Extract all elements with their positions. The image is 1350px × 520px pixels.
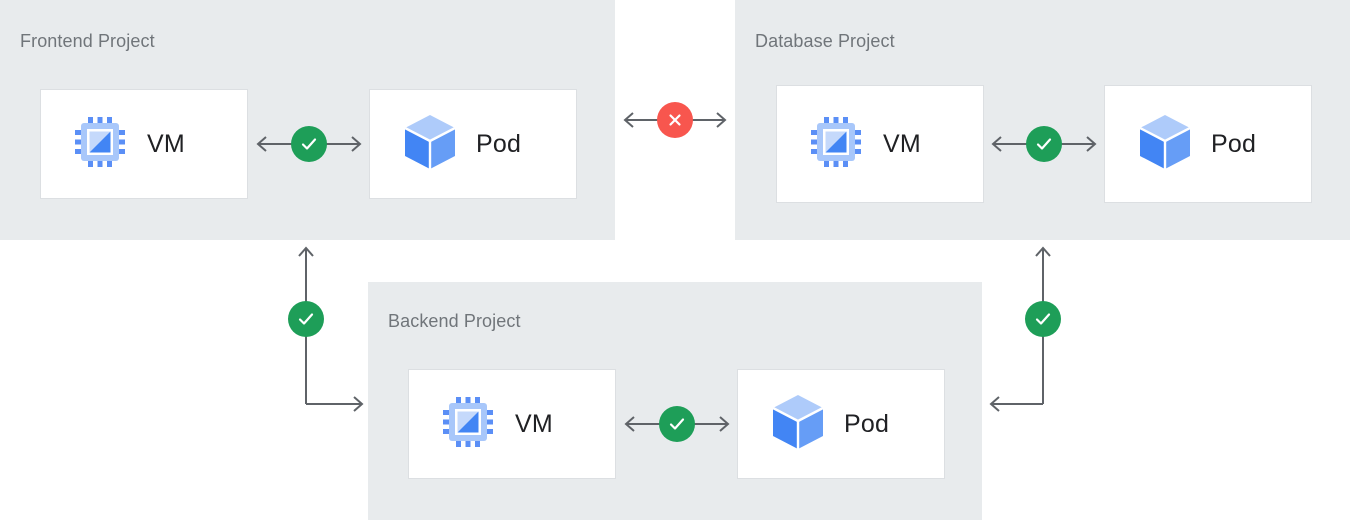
check-icon [1035, 313, 1051, 325]
card-backend-vm[interactable]: VM [408, 369, 616, 479]
status-badge-frontend-internal[interactable] [291, 126, 327, 162]
vm-chip-icon [73, 115, 127, 174]
card-database-pod[interactable]: Pod [1104, 85, 1312, 203]
status-badge-frontend-backend-peering[interactable] [288, 301, 324, 337]
card-label-backend-pod: Pod [844, 409, 890, 438]
vm-chip-icon [809, 115, 863, 174]
check-icon [1036, 138, 1052, 150]
status-badge-backend-internal[interactable] [659, 406, 695, 442]
pod-cube-icon [770, 393, 826, 456]
status-badge-database-backend-peering[interactable] [1025, 301, 1061, 337]
card-database-vm[interactable]: VM [776, 85, 984, 203]
vm-chip-icon [441, 395, 495, 454]
status-badge-frontend-database-peering[interactable] [657, 102, 693, 138]
panel-title-database: Database Project [755, 31, 895, 51]
card-label-database-vm: VM [883, 129, 921, 158]
cross-icon [669, 114, 681, 126]
check-icon [298, 313, 314, 325]
card-frontend-pod[interactable]: Pod [369, 89, 577, 199]
card-label-backend-vm: VM [515, 409, 553, 438]
check-icon [669, 418, 685, 430]
panel-title-frontend: Frontend Project [20, 31, 155, 51]
card-label-frontend-vm: VM [147, 129, 185, 158]
card-label-frontend-pod: Pod [476, 129, 522, 158]
status-badge-database-internal[interactable] [1026, 126, 1062, 162]
pod-cube-icon [402, 113, 458, 176]
panel-title-backend: Backend Project [388, 311, 521, 331]
pod-cube-icon [1137, 113, 1193, 176]
check-icon [301, 138, 317, 150]
card-frontend-vm[interactable]: VM [40, 89, 248, 199]
card-label-database-pod: Pod [1211, 129, 1257, 158]
card-backend-pod[interactable]: Pod [737, 369, 945, 479]
